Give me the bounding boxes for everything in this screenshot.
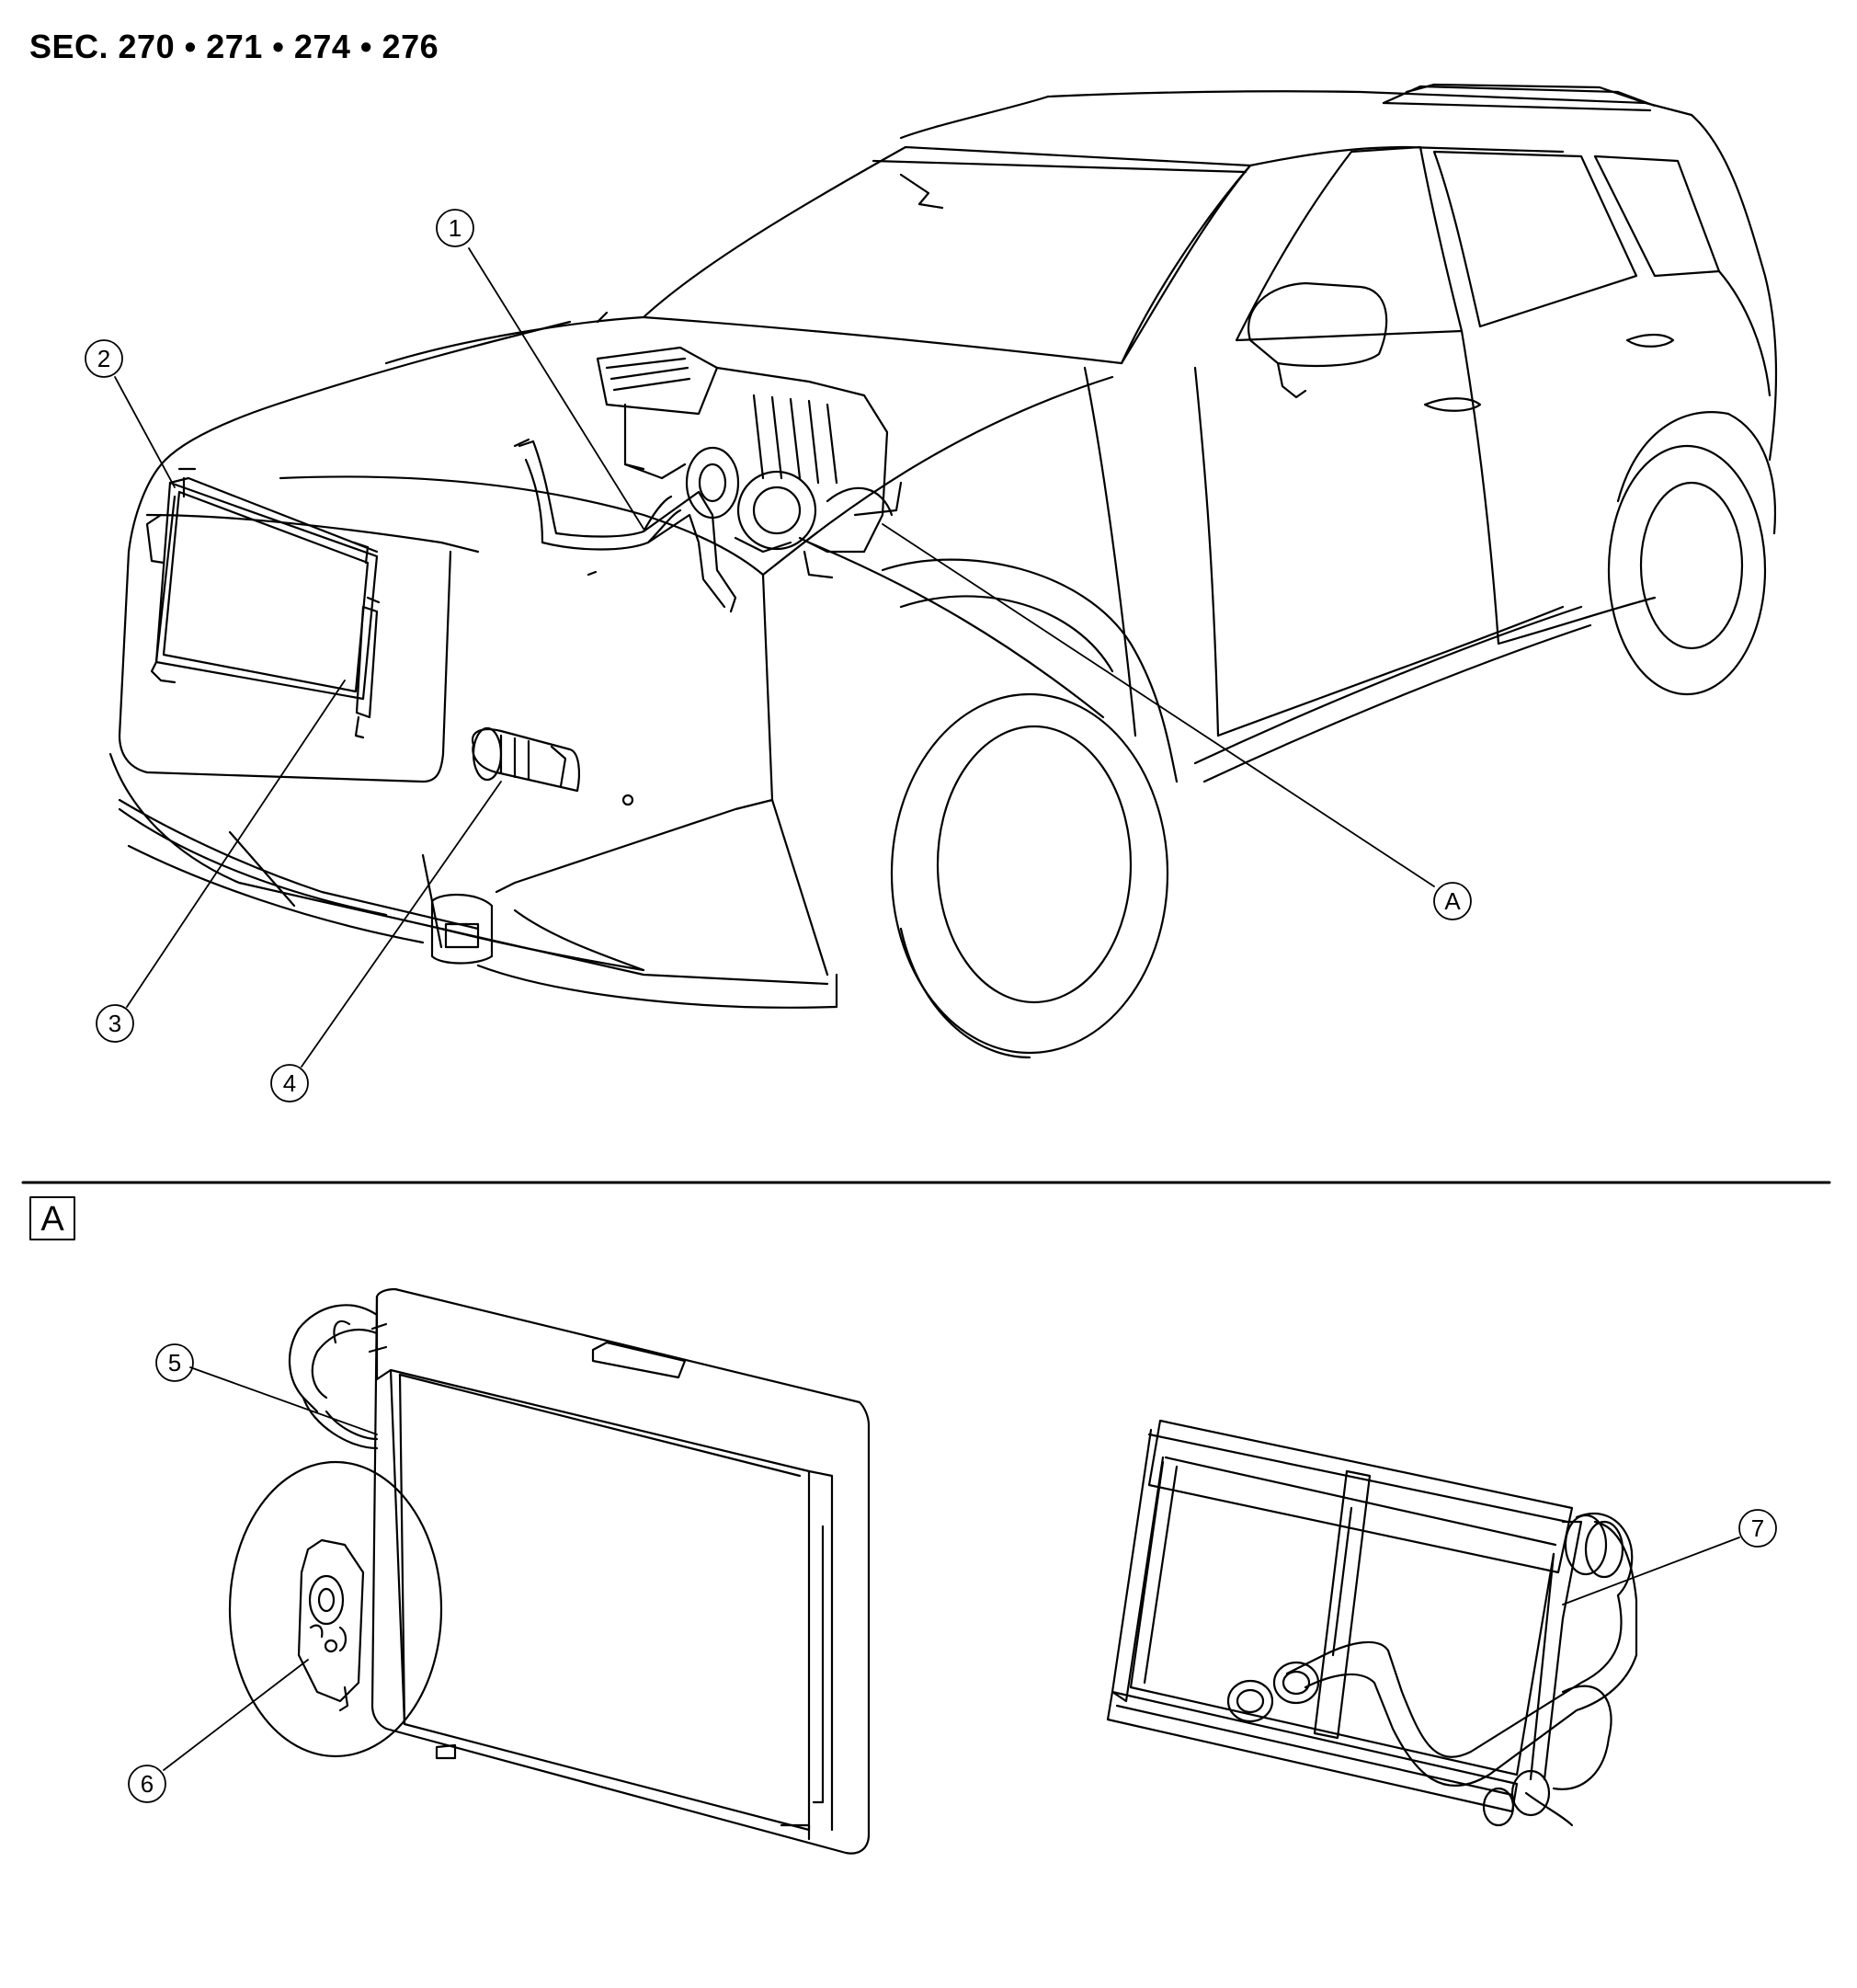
callout-number-3: 3 [108,1010,121,1037]
callout-6: 6 [128,1765,166,1803]
callout-leaders-detail-left [163,1366,378,1771]
callout-1: 1 [436,209,474,247]
compressor [471,726,580,793]
callout-number-7: 7 [1751,1514,1764,1542]
callout-leader-7 [1562,1537,1740,1605]
callout-7: 7 [1738,1509,1777,1548]
callout-5: 5 [155,1343,194,1382]
condenser-assembly [145,467,381,739]
callout-number-4: 4 [283,1069,296,1097]
heater-core-assembly [1106,1419,1638,1827]
callout-letter-A: A [1444,887,1461,915]
section-title: SEC. 270 • 271 • 274 • 276 [29,28,439,65]
evaporator-assembly [228,1287,871,1855]
callout-number-1: 1 [449,214,461,242]
detail-view-letter: A [40,1200,64,1239]
ac-pipe-line [513,438,737,613]
vehicle-outline [108,83,1778,1059]
callout-number-6: 6 [141,1770,154,1798]
hvac-unit [596,346,903,579]
callout-number-5: 5 [168,1349,181,1377]
callout-4: 4 [270,1064,309,1103]
callout-number-2: 2 [97,345,110,372]
detail-view-label: A [29,1196,75,1240]
callout-3: 3 [96,1004,134,1043]
callout-2: 2 [85,339,123,378]
callout-A: A [1433,882,1472,920]
callout-leaders [114,247,1435,1068]
